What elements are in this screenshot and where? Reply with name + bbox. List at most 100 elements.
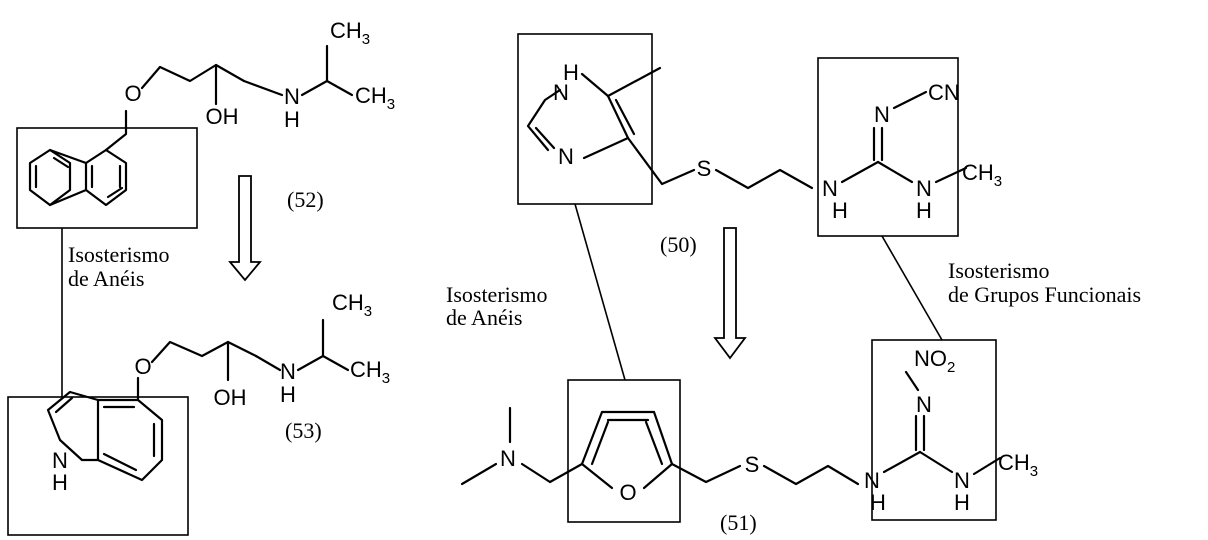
- atom-nitrogen-51-right: N: [954, 468, 970, 493]
- atom-nitrogen-53: N: [52, 448, 68, 473]
- guanidine-51-bond-1: [882, 450, 922, 474]
- imidazole-right: [580, 72, 630, 160]
- ring-box-51: [567, 379, 681, 523]
- label-ring-isosterism-right-2: de Anéis: [446, 305, 522, 330]
- label-compound-53: (53): [285, 418, 322, 443]
- methyl-right-52: CH3: [355, 83, 395, 113]
- furan-top: [580, 410, 674, 466]
- imidazole-left: [526, 88, 562, 152]
- furan-o-right: [642, 462, 674, 490]
- atom-nitrogen-52: N: [284, 84, 300, 109]
- atom-amine-h-52: H: [284, 107, 300, 132]
- ethyl-50: [714, 168, 814, 190]
- group-box-51: [871, 339, 997, 521]
- atom-nitro: NO2: [914, 346, 955, 376]
- group-box-50: [817, 57, 959, 237]
- naph-bond-a: [104, 109, 128, 152]
- label-compound-51: (51): [720, 510, 757, 535]
- imidazole-ring: [526, 66, 662, 160]
- ch2-50: [626, 136, 696, 186]
- furan-double-right: [644, 420, 664, 466]
- atom-nitrogen-50-bottom: N: [558, 144, 574, 169]
- atom-nitrogen-50-imine: N: [874, 102, 890, 127]
- ch2-51: [670, 462, 742, 484]
- furan-double-left: [590, 420, 610, 466]
- atom-nitrogen-50-right: N: [916, 176, 932, 201]
- naph-double-5: [106, 186, 124, 199]
- link-ring-boxes-right: [574, 203, 626, 381]
- label-ring-isosterism-right-1: Isosterismo: [446, 282, 547, 307]
- atom-sulfur-51: S: [745, 452, 760, 477]
- atom-nh-50: H: [563, 60, 579, 85]
- amine-bond-52: [242, 79, 284, 97]
- atom-oxygen-52: O: [124, 81, 141, 106]
- chain-53: [150, 340, 258, 364]
- label-compound-50: (50): [660, 232, 697, 257]
- indole-double-3: [102, 452, 138, 472]
- ethyl-51: [762, 464, 860, 486]
- imidazole-double-2: [534, 126, 556, 150]
- label-compound-52: (52): [287, 187, 324, 212]
- atom-oxygen-51: O: [619, 480, 636, 505]
- furan-ring: [580, 410, 674, 490]
- compound-51: N O S N H N NO2 N H CH3 (51): [460, 339, 1038, 535]
- arrow-down-right: [713, 227, 747, 360]
- label-ring-isosterism-left-2: de Anéis: [68, 266, 144, 291]
- amine-bond-53: [254, 354, 282, 372]
- cyano-bond: [892, 90, 928, 110]
- label-func-isosterism-1: Isosterismo: [948, 258, 1049, 283]
- furan-o-left: [580, 462, 614, 490]
- atom-nitrogen-51-dimethyl: N: [500, 446, 516, 471]
- isopropyl-53: [296, 354, 350, 372]
- atom-amine-h-50-a: H: [832, 198, 848, 223]
- ring-box-53: [7, 396, 189, 536]
- label-func-isosterism-2: de Grupos Funcionais: [948, 282, 1141, 307]
- compound-53: N H O OH N H CH3 CH3 (53): [7, 290, 390, 536]
- label-ring-isosterism-left-1: Isosterismo: [68, 242, 169, 267]
- atom-nitrogen-51-imine: N: [916, 392, 932, 417]
- atom-oxygen-53: O: [134, 354, 151, 379]
- atom-amine-h-51-b: H: [954, 490, 970, 515]
- nme-left: [460, 462, 498, 486]
- atom-hydroxyl-53: OH: [214, 385, 247, 410]
- methyl-top-52: CH3: [330, 18, 370, 48]
- nitro-bond: [904, 370, 920, 392]
- n-methyl-bond-50: [934, 166, 968, 184]
- atom-cyano: CN: [928, 80, 960, 105]
- methyl-right-53: CH3: [350, 357, 390, 387]
- guanidine-bond-2: [876, 160, 914, 184]
- atom-nitrogen-53-chain: N: [280, 359, 296, 384]
- atom-nitrogen-50-chain: N: [822, 176, 838, 201]
- ring-box-52: [16, 127, 198, 229]
- ring-box-50: [517, 33, 653, 205]
- isopropyl-52: [300, 79, 354, 97]
- atom-nitrogen-50-top: N: [553, 80, 569, 105]
- atom-amine-h-51-a: H: [870, 490, 886, 515]
- naph-double-2: [52, 156, 70, 169]
- chain-52: [140, 63, 246, 90]
- indole-double-1: [54, 396, 74, 414]
- compound-52: O OH N H CH3 CH3 (52): [16, 18, 395, 229]
- atom-amine-h-53-ring: H: [52, 470, 68, 495]
- atom-amine-h-50-b: H: [916, 198, 932, 223]
- ch2-furan: [548, 462, 584, 484]
- link-group-boxes-right: [881, 235, 943, 341]
- naphthalene-ring: [28, 109, 128, 207]
- atom-hydroxyl-52: OH: [206, 104, 239, 129]
- nme-ch2: [520, 462, 552, 484]
- methyl-top-53: CH3: [332, 290, 372, 320]
- guanidine-51-bond-2: [918, 450, 954, 474]
- atom-sulfur-50: S: [697, 156, 712, 181]
- methyl-50: CH3: [962, 160, 1002, 190]
- naph-fuse-top: [48, 148, 88, 165]
- arrow-down-left: [228, 175, 262, 282]
- imidazole-double-1: [614, 98, 636, 136]
- methyl-51: CH3: [998, 450, 1038, 480]
- compound-50: H N N S N H N CN N H CH3 (50): [517, 33, 1002, 257]
- atom-amine-h-53: H: [280, 382, 296, 407]
- guanidine-bond-1: [840, 160, 880, 184]
- naph-fuse-bottom: [48, 188, 88, 207]
- indole-pyrrole: [46, 390, 100, 462]
